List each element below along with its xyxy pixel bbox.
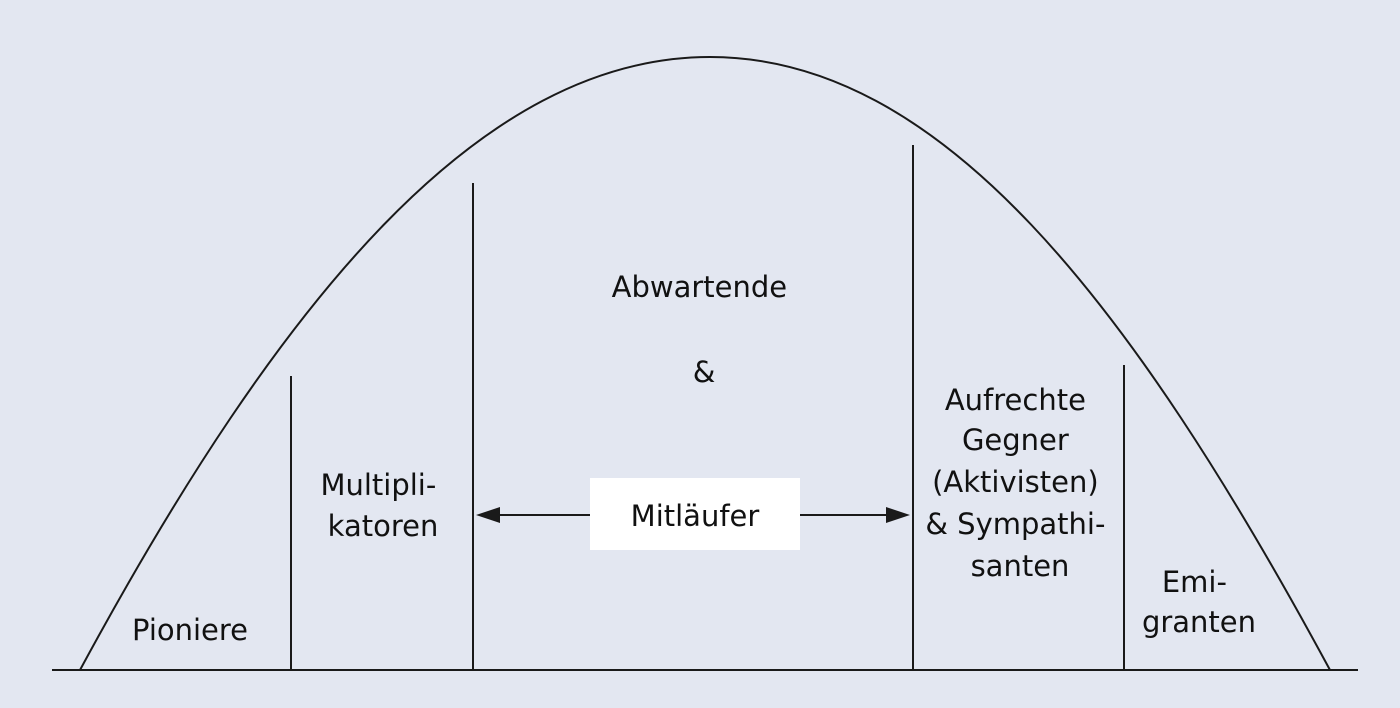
arrow-head-right — [886, 507, 910, 523]
mitlaeufer-label: Mitläufer — [631, 499, 760, 533]
segment-abwartende-label: Abwartende & — [612, 270, 797, 389]
segment-pioniere-label: Pioniere — [132, 613, 248, 647]
arrow-head-left — [476, 507, 500, 523]
segment-multiplikatoren-label: Multipli- katoren — [320, 468, 445, 543]
segment-emigranten-label: Emi- granten — [1142, 565, 1256, 639]
bell-curve — [79, 55, 1331, 671]
mitlaeufer-box — [590, 478, 800, 550]
segment-aufrechte-gegner-label: Aufrechte Gegner (Aktivisten) & Sympathi… — [925, 383, 1114, 583]
